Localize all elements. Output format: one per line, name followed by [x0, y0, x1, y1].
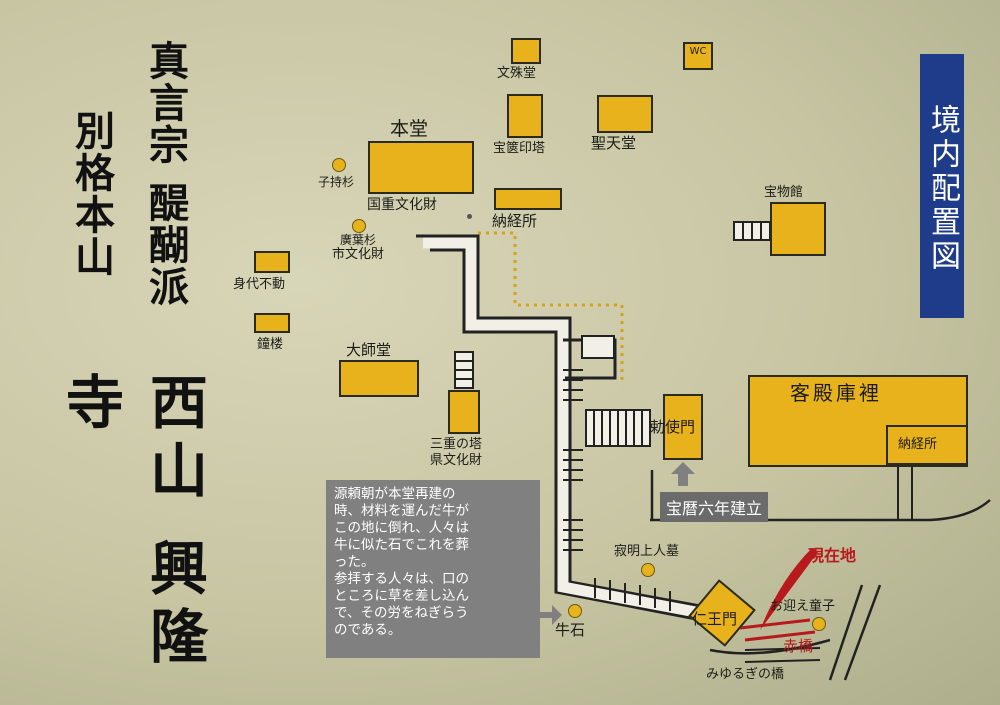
hondo-marker	[467, 214, 472, 219]
komochi-tree	[332, 158, 346, 172]
hokyoin-label: 宝篋印塔	[493, 141, 546, 156]
arrow-to-ushiishi	[540, 605, 562, 625]
homotsu-building	[770, 202, 826, 256]
entrance-road	[709, 638, 831, 655]
sanju-status: 県文化財	[430, 453, 483, 468]
choku-gate	[663, 394, 703, 460]
omukae-label: お迎え童子	[770, 599, 836, 614]
homotsu-label: 宝物館	[764, 185, 804, 200]
shoro-label: 鐘楼	[257, 337, 284, 352]
nio-label: 仁王門	[692, 610, 738, 628]
sanju-label: 三重の塔	[430, 437, 483, 452]
mishiro-label: 身代不動	[233, 277, 286, 292]
jakumyo-grave	[641, 563, 655, 577]
shoten-label: 聖天堂	[591, 134, 637, 152]
jakumyo-label: 寂明上人墓	[614, 544, 680, 559]
nokyo-top-label: 納経所	[492, 212, 538, 230]
choku-year-label: 宝暦六年建立	[660, 492, 769, 522]
haiyo-label: 廣葉杉	[340, 233, 377, 247]
haiyo-status: 市文化財	[332, 247, 385, 262]
main-path-fill	[423, 237, 719, 622]
shoten-hall	[597, 95, 653, 133]
arrow-to-chokumon	[671, 462, 695, 486]
daishi-label: 大師堂	[346, 341, 392, 359]
omukae-statue	[812, 617, 826, 631]
kyakuden-label: 客殿庫裡	[790, 381, 882, 405]
sanju-pagoda	[448, 390, 480, 434]
haiyo-tree	[352, 219, 366, 233]
current-location-marker	[760, 548, 818, 630]
ushiishi-stone	[568, 604, 582, 618]
wc-building: WC	[683, 42, 713, 70]
ushiishi-note: 源頼朝が本堂再建の 時、材料を運んだ牛が この地に倒れ、人々は 牛に似た石でこれ…	[326, 480, 540, 658]
temple-sect: 真言宗 醍醐派	[142, 40, 189, 308]
nokyo-right-label: 納経所	[898, 437, 938, 452]
monju-label: 文殊堂	[497, 66, 537, 81]
stairs-a	[581, 335, 615, 359]
shoro-belltower	[254, 313, 290, 333]
main-path-inner	[430, 248, 713, 624]
mishiro-fudo	[254, 251, 290, 273]
road-line	[650, 499, 991, 522]
temple-name: 西山 興隆寺	[56, 372, 208, 675]
miyurugi-label: みゆるぎの橋	[706, 667, 785, 682]
akabashi-label: 赤橋	[783, 637, 814, 655]
hokyoin-pagoda	[507, 94, 543, 138]
dotted-trail	[478, 231, 624, 380]
ushiishi-label: 牛石	[555, 621, 586, 639]
hondo-hall	[368, 141, 474, 194]
daishi-hall	[339, 360, 419, 397]
temple-rank: 別格本山	[68, 110, 115, 278]
monju-hall	[511, 38, 541, 64]
nokyo-top-building	[494, 188, 562, 210]
hondo-label: 本堂	[390, 118, 429, 140]
map-title: 境内配置図	[920, 54, 964, 318]
komochi-label: 子持杉	[318, 175, 355, 189]
nokyo-right-building	[886, 425, 968, 465]
hondo-status: 国重文化財	[367, 197, 437, 213]
current-location-label: 現在地	[808, 546, 857, 565]
choku-label: 勅使門	[650, 418, 696, 436]
